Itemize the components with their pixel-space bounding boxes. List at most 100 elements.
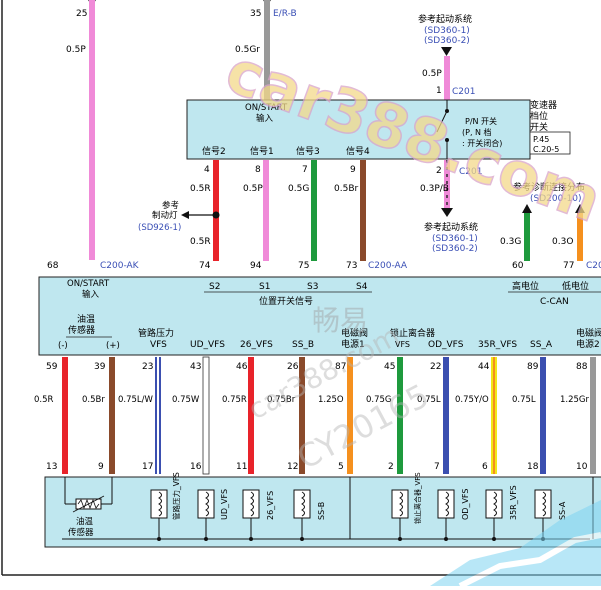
pin-22: 22: [430, 362, 441, 372]
ref-start-mid-title: 参考起动系统: [424, 221, 478, 233]
ss-a-label: SS_A: [530, 340, 553, 350]
switch-blade: [436, 110, 448, 133]
gauge-label-25: 0.5P: [66, 45, 86, 55]
coil-label-ud-vfs: UD_VFS: [220, 489, 229, 520]
gauge-0-5br: 0.5Br: [334, 184, 358, 194]
splice-dot: [212, 211, 220, 219]
tcm-module: ON/START 输入 S2 S1 S3 S4 位置开关信号 高电位 低电位 C…: [38, 276, 601, 356]
gauge-b-3: 0.75W: [172, 395, 200, 405]
up-arrow-icon-2: [575, 204, 585, 213]
can-low-label: 低电位: [562, 280, 589, 292]
s4-label: S4: [356, 282, 368, 292]
pin-23: 23: [142, 362, 153, 372]
pn-switch-label: P/N 开关: [465, 116, 497, 126]
reference-start-system-top: 参考起动系统 (SD360-1) (SD360-2): [418, 13, 472, 56]
wire-87-orange: [347, 357, 353, 474]
wire-45-green: [397, 357, 403, 474]
gear-title-2: 档位: [530, 110, 548, 122]
low-pin-18: 18: [527, 462, 539, 472]
gauge-label-35: 0.5Gr: [235, 45, 260, 55]
gauge-0-5g: 0.5G: [288, 184, 309, 194]
35r-vfs-label: 35R_VFS: [478, 340, 517, 350]
pin-60: 60: [512, 261, 524, 271]
up-arrow-icon: [522, 204, 532, 213]
pin-46: 46: [236, 362, 248, 372]
switch-input-label: 输入: [256, 113, 274, 124]
gear-position-switch: ON/START 输入 P/N 开关 (P, N 档 : 开关闭合) 变速器 档…: [186, 99, 571, 160]
pin-59: 59: [46, 362, 58, 372]
ud-vfs-label: UD_VFS: [190, 340, 225, 350]
switch-onstart-label: ON/START: [245, 103, 288, 113]
pin-73: 73: [346, 261, 357, 271]
pin-94: 94: [250, 261, 262, 271]
signal-4-label: 信号4: [346, 145, 370, 157]
oil-temp-title-1: 油温: [77, 313, 95, 325]
gauge-0-5r-a: 0.5R: [190, 184, 211, 194]
signal-3-label: 信号3: [296, 145, 320, 157]
26-vfs-label: 26_VFS: [240, 340, 273, 350]
ref-start-mid-l1: (SD360-1): [432, 234, 478, 244]
coil-label-line-pressure: 管路压力_VFS: [171, 472, 181, 520]
solenoid-power-2-l2: 电源2: [576, 338, 600, 350]
solenoid-lockup-vfs-icon: [391, 489, 409, 541]
gauge-b-0: 0.5R: [34, 395, 54, 405]
lockup-clutch-label: 锁止离合器: [390, 327, 435, 339]
gauge-0-5r-b: 0.5R: [190, 237, 211, 247]
page-ref-box: [529, 131, 571, 155]
page-ref-p: P.45: [533, 135, 549, 144]
ref-start-l1: (SD360-1): [424, 26, 470, 36]
pin-68: 68: [47, 261, 59, 271]
diag-ref-l1: (SD200-10): [530, 194, 582, 204]
pin-7: 7: [302, 165, 308, 175]
coil-label-35r-vfs: 35R_VFS: [509, 485, 518, 520]
pin-label-1: 1: [436, 86, 442, 96]
pin-2: 2: [436, 166, 442, 176]
low-pin-5: 5: [338, 462, 344, 472]
c-can-label: C-CAN: [540, 297, 569, 307]
low-pin-12: 12: [287, 462, 298, 472]
gauge-b-10: 0.75L: [512, 395, 536, 405]
pin-4: 4: [204, 165, 210, 175]
gauge-b-2: 0.75L/W: [118, 395, 154, 405]
brake-light-reference: 参考 制动灯 (SD926-1): [138, 200, 213, 233]
pin-39: 39: [94, 362, 106, 372]
low-pin-10: 10: [576, 462, 588, 472]
line-pressure-2: VFS: [150, 340, 167, 350]
minus-label: (-): [58, 341, 68, 351]
diag-ref-title: 参考诊断连接分布: [513, 181, 585, 193]
oil-temp-bottom-2: 传感器: [68, 527, 94, 538]
low-pin-9: 9: [98, 462, 104, 472]
low-pin-17: 17: [142, 462, 153, 472]
gauge-0-5p: 0.5P: [243, 184, 263, 194]
wire-22-blue: [443, 357, 449, 474]
brake-ref-l3: (SD926-1): [138, 223, 181, 233]
pin-45: 45: [384, 362, 395, 372]
gauge-b-4: 0.75R: [222, 395, 247, 405]
gauge-0-3o: 0.3O: [552, 237, 573, 247]
ss-b-label: SS_B: [292, 340, 314, 350]
conn-c20: C20: [586, 261, 601, 271]
gear-title-1: 变速器: [530, 99, 557, 111]
pin-77: 77: [563, 261, 574, 271]
wire-signal1-pink: 8 0.5P 94: [243, 160, 269, 271]
gauge-label-1: 0.5P: [422, 69, 442, 79]
wire-signal4-brown: 9 0.5Br 73 C200-AA: [334, 160, 408, 271]
conn-c200-ak: C200-AK: [100, 261, 140, 271]
brake-ref-l2: 制动灯: [152, 210, 178, 221]
solenoid-od-vfs-icon: [437, 489, 455, 541]
gauge-b-11: 1.25Gr: [560, 395, 590, 405]
gauge-b-7: 0.75G: [366, 395, 392, 405]
solenoid-power-1-l1: 电磁阀: [341, 327, 368, 339]
pin-88: 88: [576, 362, 588, 372]
solenoid-power-2-l1: 电磁阀: [576, 327, 601, 339]
low-pin-13: 13: [46, 462, 57, 472]
left-arrow-icon: [181, 211, 189, 219]
signal-2-label: 信号2: [202, 145, 226, 157]
low-pin-11: 11: [236, 462, 247, 472]
line-pressure-1: 管路压力: [138, 327, 174, 339]
s3-label: S3: [307, 282, 318, 292]
gauge-b-6: 1.25O: [318, 395, 344, 405]
oil-temp-sensor-icon: [64, 477, 113, 513]
solenoid-26-vfs-icon: [242, 489, 260, 541]
